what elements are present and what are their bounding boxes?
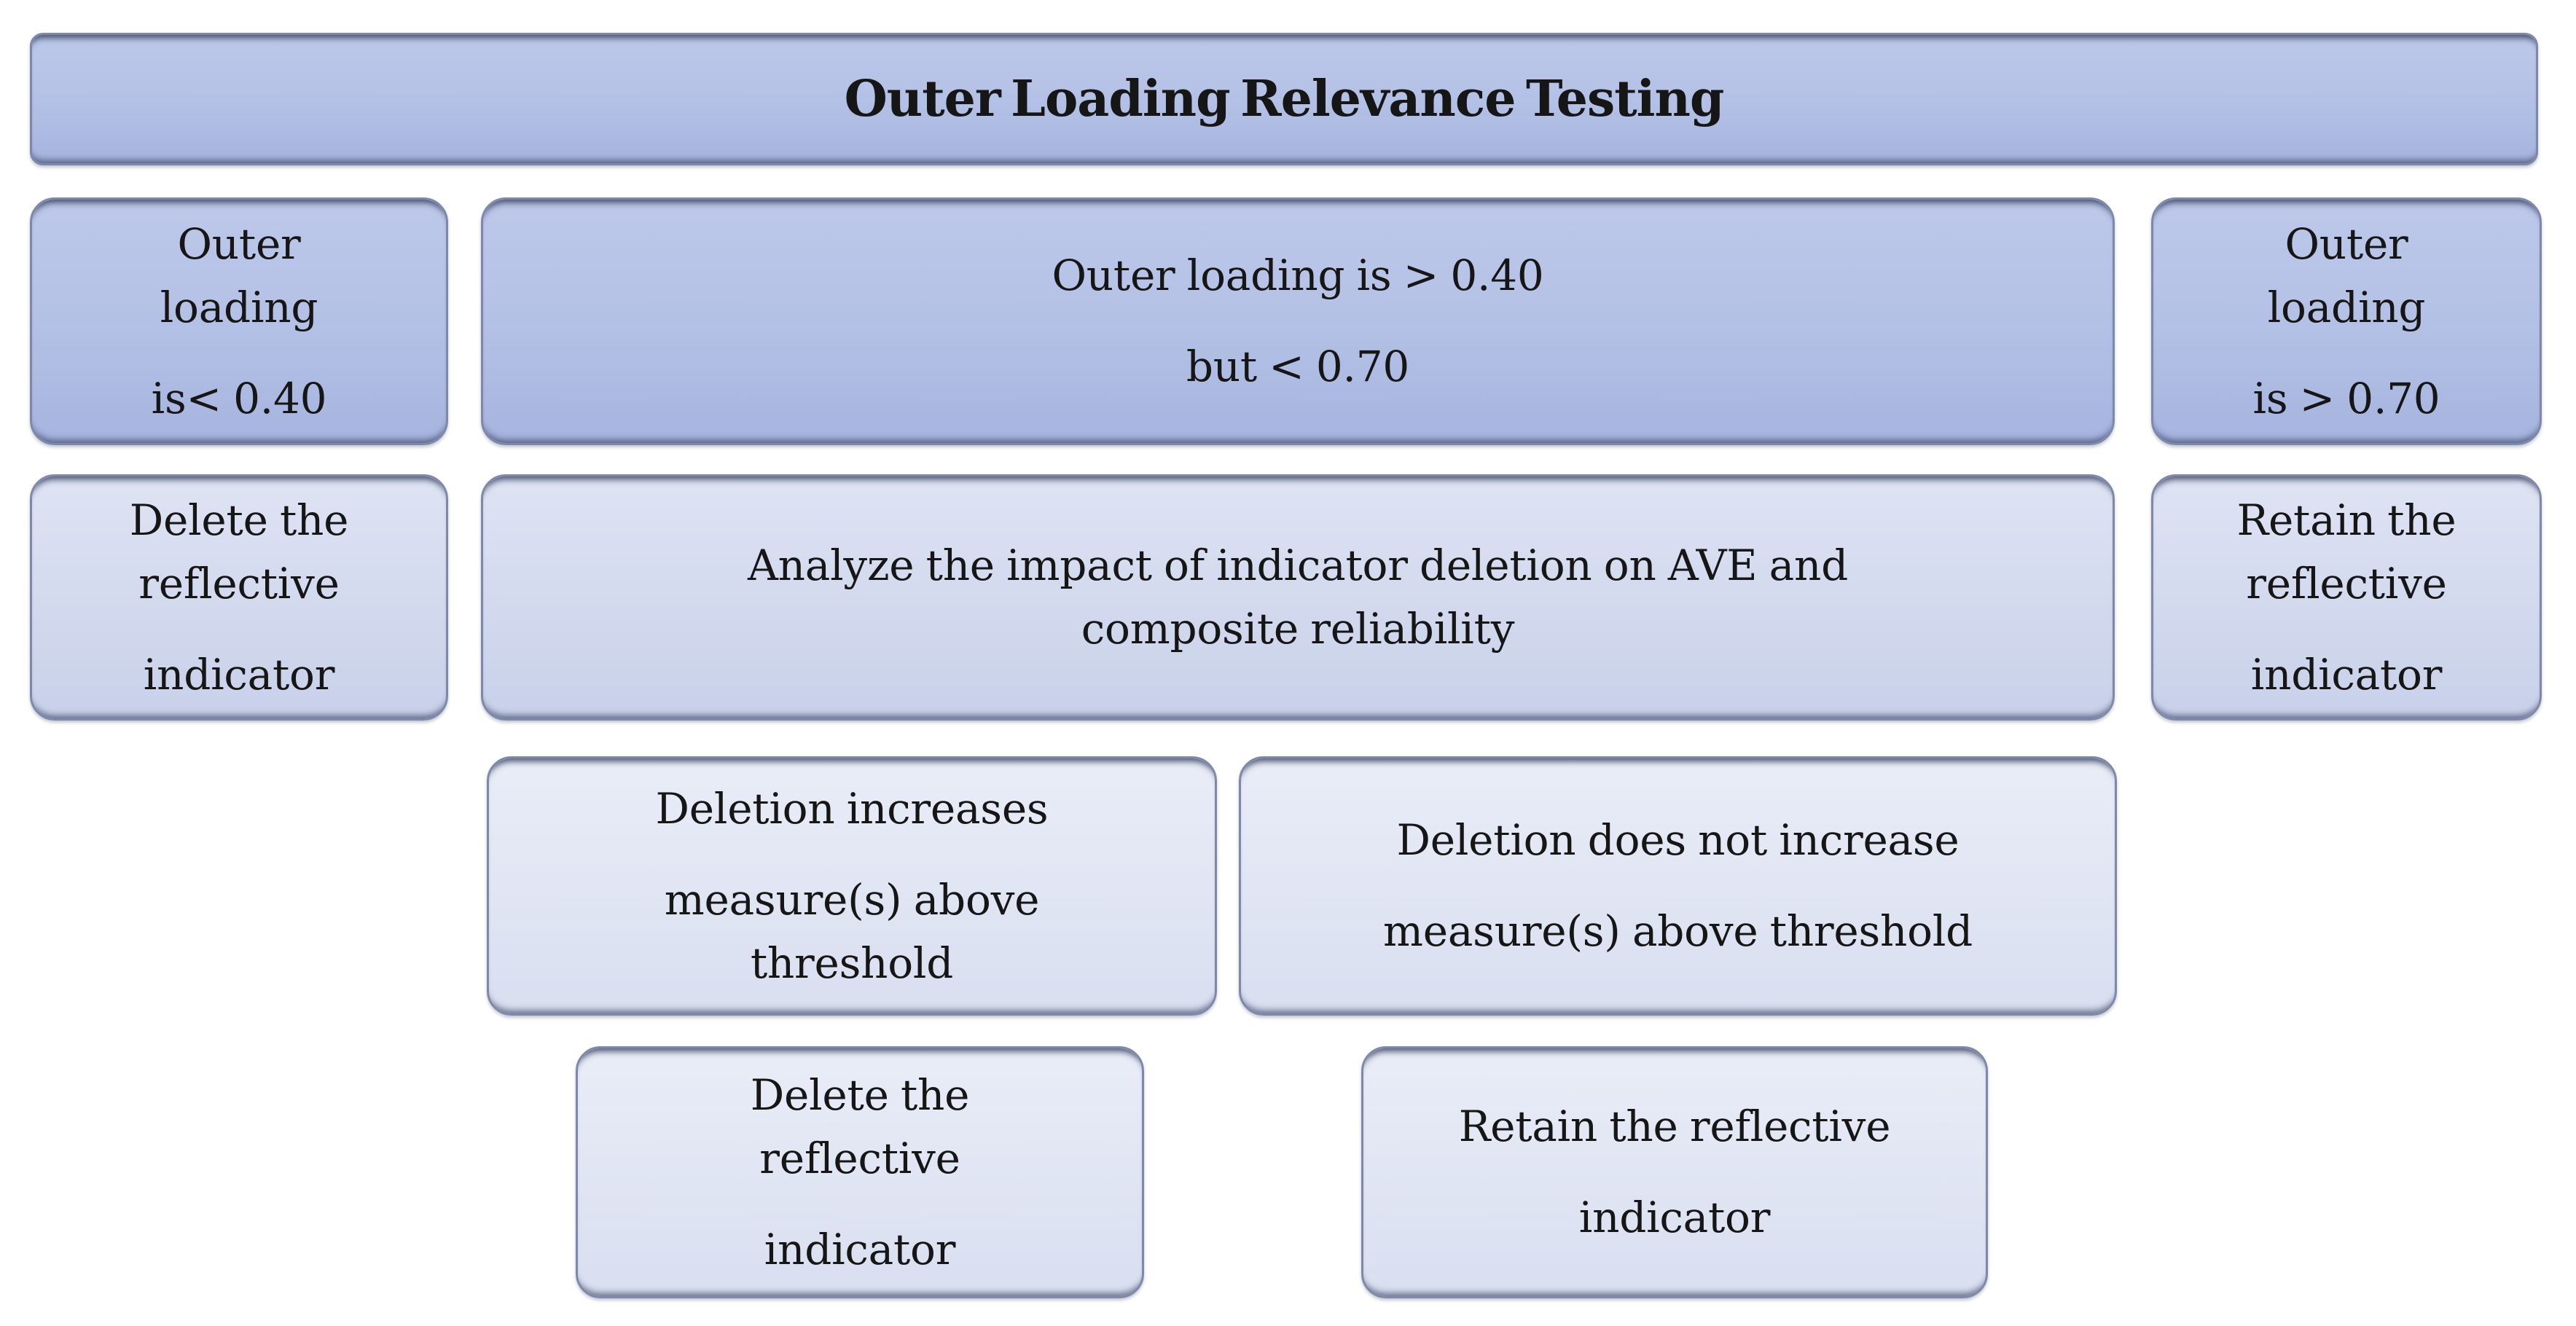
text-line: Delete the — [750, 1070, 970, 1120]
action-analyze-box: Analyze the impact of indicator deletion… — [481, 474, 2115, 721]
text-line: indicator — [2250, 649, 2443, 699]
text-line: indicator — [764, 1224, 956, 1274]
outcome-increase-box: Deletion increases measure(s) above thre… — [487, 756, 1217, 1016]
text-line: measure(s) above — [664, 874, 1040, 925]
text-line: loading — [2267, 282, 2426, 332]
text-line: indicator — [1578, 1193, 1771, 1242]
diagram-title: Outer Loading Relevance Testing — [844, 70, 1725, 128]
action-delete-box: Delete the reflective indicator — [30, 474, 448, 721]
text-line: Outer — [177, 219, 301, 269]
text-line: but < 0.70 — [1186, 342, 1410, 391]
decision-delete-box: Delete the reflective indicator — [576, 1046, 1144, 1298]
condition-high-box: Outer loading is > 0.70 — [2151, 197, 2542, 445]
text-line: Retain the — [2236, 495, 2456, 545]
text-line: Outer loading is > 0.40 — [1052, 251, 1544, 300]
text-line: measure(s) above threshold — [1382, 906, 1973, 956]
text-line: Retain the reflective — [1458, 1102, 1891, 1151]
text-line: is< 0.40 — [151, 373, 327, 423]
condition-low-box: Outer loading is< 0.40 — [30, 197, 448, 445]
decision-retain-box: Retain the reflective indicator — [1361, 1046, 1988, 1298]
text-line: reflective — [138, 558, 340, 608]
text-line: composite reliability — [1081, 604, 1515, 654]
condition-mid-box: Outer loading is > 0.40 but < 0.70 — [481, 197, 2115, 445]
text-line: Analyze the impact of indicator deletion… — [748, 541, 1848, 590]
outcome-no-increase-box: Deletion does not increase measure(s) ab… — [1239, 756, 2117, 1016]
text-line: Outer — [2285, 219, 2408, 269]
text-line: reflective — [2246, 558, 2447, 608]
text-line: Deletion does not increase — [1396, 815, 1960, 865]
text-line: Deletion increases — [655, 783, 1049, 833]
action-retain-box: Retain the reflective indicator — [2151, 474, 2542, 721]
text-line: indicator — [143, 649, 335, 699]
text-line: is > 0.70 — [2252, 373, 2440, 423]
text-line: Delete the — [129, 495, 349, 545]
text-line: loading — [160, 282, 318, 332]
text-line: reflective — [759, 1133, 960, 1183]
title-box: Outer Loading Relevance Testing — [30, 33, 2538, 165]
text-line: threshold — [750, 938, 954, 988]
